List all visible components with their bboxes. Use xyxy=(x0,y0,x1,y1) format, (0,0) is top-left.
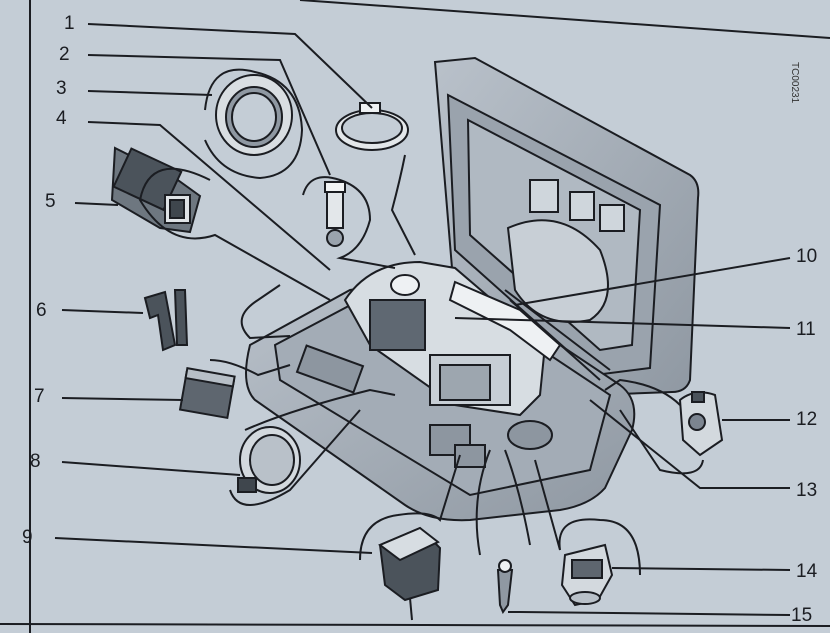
callout-5: 5 xyxy=(45,191,56,212)
callout-12: 12 xyxy=(796,409,818,430)
callout-2: 2 xyxy=(59,44,70,65)
part-1-ring xyxy=(335,102,409,151)
part-2-eyepiece xyxy=(324,181,346,247)
callout-9: 9 xyxy=(22,527,33,548)
part-3-lens-hood xyxy=(215,74,293,156)
callout-3: 3 xyxy=(56,78,67,99)
part-14-adapter xyxy=(560,543,614,607)
part-6-allen-keys xyxy=(143,289,189,352)
callout-4: 4 xyxy=(56,108,67,129)
callout-15: 15 xyxy=(791,605,813,626)
callout-6: 6 xyxy=(36,300,47,321)
part-5-battery xyxy=(110,146,202,234)
part-9-charger xyxy=(378,526,442,621)
instrument xyxy=(343,260,611,417)
leader-lines xyxy=(54,23,791,616)
callout-13: 13 xyxy=(796,480,818,501)
callout-7: 7 xyxy=(34,386,45,407)
callout-14: 14 xyxy=(796,561,818,582)
part-7-case xyxy=(178,367,236,420)
parts xyxy=(110,74,724,621)
part-12-clamp xyxy=(678,391,724,457)
figure-code: TC00231 xyxy=(789,62,800,104)
part-15-plumb-bob xyxy=(496,559,514,615)
callout-1: 1 xyxy=(64,13,75,34)
part-8-cap xyxy=(237,426,301,494)
callout-10: 10 xyxy=(796,246,818,267)
callout-outlines xyxy=(138,68,704,576)
callout-8: 8 xyxy=(30,451,41,472)
callout-11: 11 xyxy=(796,319,816,340)
